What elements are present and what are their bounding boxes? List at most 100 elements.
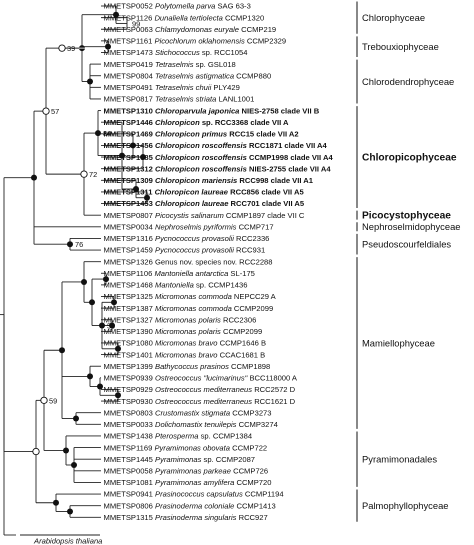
clade-name: Chlorophyceae bbox=[362, 12, 425, 23]
leaf-code: MMETSP1468 bbox=[104, 281, 156, 290]
leaf-strain: CCMP1413 bbox=[234, 501, 275, 510]
leaf-label: MMETSP1161 Picochlorum oklahomensis CCMP… bbox=[104, 37, 287, 46]
leaf-species: Tetraselmis striata bbox=[155, 95, 216, 104]
leaf-strain: RCC2572 D bbox=[252, 385, 296, 394]
leaf-species: Pyramimonas obovata bbox=[154, 443, 230, 452]
leaf-label: MMETSP0058 Pyramimonas parkeae CCMP726 bbox=[104, 467, 269, 476]
leaf-strain: RCC1871 clade VII A4 bbox=[247, 141, 328, 150]
outgroup-label: Arabidopsis thaliana bbox=[33, 537, 102, 545]
leaf-label: MMETSP0033 Dolichomastix tenuilepis CCMP… bbox=[104, 420, 278, 429]
leaf-label: MMETSP1473 Stichococcus sp. RCC1054 bbox=[104, 48, 248, 57]
leaf-code: MMETSP1387 bbox=[104, 304, 156, 313]
leaf-species: Dunaliella tertiolecta bbox=[154, 13, 222, 22]
leaf-species: Chloropicon primus bbox=[155, 130, 227, 139]
bootstrap-value: 72 bbox=[89, 170, 97, 179]
leaf-label: MMETSP1312 Chloropicon roscoffensis NIES… bbox=[104, 164, 332, 173]
leaf-species: Prasinoderma coloniale bbox=[155, 501, 234, 510]
support-node-filled bbox=[115, 392, 121, 399]
leaf-species: Micromonas bravo bbox=[155, 339, 217, 348]
leaf-species: Pyramimonas amylifera bbox=[155, 478, 234, 487]
support-node-filled bbox=[105, 43, 111, 50]
leaf-strain: CCMP2329 bbox=[245, 37, 286, 46]
support-node-filled bbox=[144, 194, 150, 201]
leaf-species: Micromonas polaris bbox=[155, 315, 221, 324]
leaf-species: Polytomella parva bbox=[155, 2, 215, 11]
support-node-filled bbox=[87, 78, 93, 85]
leaf-label: MMETSP0052 Polytomella parva SAG 63-3 bbox=[104, 2, 251, 11]
leaf-strain: RCC927 bbox=[236, 513, 267, 522]
leaf-species: Pyramimonas parkeae bbox=[155, 467, 231, 476]
leaf-species: Picocystis salinarum bbox=[155, 211, 224, 220]
leaf-code: MMETSP1473 bbox=[104, 48, 156, 57]
leaf-species: Stichococcus bbox=[155, 48, 200, 57]
support-node-filled bbox=[115, 345, 121, 352]
support-node-filled bbox=[67, 241, 73, 248]
leaf-species: Ostreococcus mediterraneus bbox=[155, 397, 252, 406]
tree-nodes bbox=[31, 11, 150, 515]
leaf-species: Chlamydomonas euryale bbox=[155, 25, 239, 34]
leaf-species: Picochlorum oklahomensis bbox=[154, 37, 245, 46]
leaf-label: MMETSP1326 Genus nov. species nov. RCC22… bbox=[104, 257, 273, 266]
leaf-species: Mantoniella antarctica bbox=[154, 269, 228, 278]
support-node-filled bbox=[99, 322, 105, 329]
leaf-code: MMETSP0939 bbox=[104, 374, 156, 383]
leaf-code: MMETSP1106 bbox=[104, 269, 155, 278]
leaf-label: MMETSP0419 Tetraselmis sp. GSL018 bbox=[104, 60, 236, 69]
leaf-label: MMETSP1446 Chloropicon sp. RCC3368 clade… bbox=[104, 118, 290, 127]
leaf-code: MMETSP0929 bbox=[104, 385, 156, 394]
leaf-code: MMETSP1161 bbox=[104, 37, 155, 46]
leaf-code: MMETSP0817 bbox=[104, 95, 156, 104]
leaf-code: MMETSP0807 bbox=[104, 211, 156, 220]
leaf-code: MMETSP1169 bbox=[104, 443, 155, 452]
leaf-species: Micromonas polaris bbox=[155, 327, 221, 336]
leaf-strain: CCMP2099 bbox=[232, 304, 273, 313]
support-node-filled bbox=[103, 276, 109, 283]
leaf-strain: BCC118000 A bbox=[247, 374, 298, 383]
leaf-label: MMETSP0804 Tetraselmis astigmatica CCMP8… bbox=[104, 71, 272, 80]
leaf-species: Ostreococcus "lucimarinus" bbox=[155, 374, 248, 383]
support-node-filled bbox=[81, 278, 87, 285]
leaf-species: Tetraselmis chuii bbox=[155, 83, 212, 92]
bootstrap-value: 59 bbox=[49, 396, 57, 405]
tree-branches bbox=[0, 5, 148, 536]
leaf-label: MMETSP1468 Mantoniella sp. CCMP1436 bbox=[104, 281, 248, 290]
clade-name: Nephroselmidophyceae bbox=[362, 221, 461, 232]
leaf-species: Tetraselmis bbox=[155, 60, 194, 69]
leaf-code: MMETSP1326 bbox=[104, 257, 156, 266]
support-node-open bbox=[80, 170, 88, 178]
leaf-strain: CCMP880 bbox=[234, 71, 271, 80]
leaf-strain: sp. CCMP2087 bbox=[201, 455, 255, 464]
leaf-species: Dolichomastix tenuilepis bbox=[155, 420, 237, 429]
leaf-code: MMETSP1399 bbox=[104, 362, 156, 371]
leaf-strain: RCC1621 D bbox=[252, 397, 296, 406]
leaf-code: MMETSP1126 bbox=[104, 13, 155, 22]
leaf-strain: RCC998 clade VII A1 bbox=[237, 176, 313, 185]
leaf-code: MMETSP0941 bbox=[104, 490, 156, 499]
leaf-strain: RCC931 bbox=[234, 246, 265, 255]
support-node-filled bbox=[111, 299, 117, 306]
leaf-label: MMETSP1445 Pyramimonas sp. CCMP2087 bbox=[104, 455, 256, 464]
leaf-strain: CCMP3274 bbox=[236, 420, 277, 429]
support-node-filled bbox=[87, 373, 93, 380]
leaf-code: MMETSP1081 bbox=[104, 478, 156, 487]
leaf-label: MMETSP0939 Ostreococcus "lucimarinus" BC… bbox=[104, 374, 298, 383]
leaf-strain: sp. CCMP1436 bbox=[194, 281, 248, 290]
tree-leaf-labels: Arabidopsis thaliana MMETSP0052 Polytomel… bbox=[33, 2, 333, 545]
leaf-species: Chloropicon laureae bbox=[155, 188, 229, 197]
leaf-label: MMETSP1469 Chloropicon primus RCC15 clad… bbox=[104, 130, 299, 139]
leaf-label: MMETSP1316 Pycnococcus provasolii RCC233… bbox=[104, 234, 270, 243]
leaf-code: MMETSP1311 bbox=[104, 188, 155, 197]
leaf-strain: RCC856 clade VII A5 bbox=[228, 188, 304, 197]
support-node-filled bbox=[133, 186, 139, 193]
leaf-label: MMETSP1401 Micromonas bravo CCAC1681 B bbox=[104, 350, 266, 359]
leaf-strain: CCMP3273 bbox=[230, 408, 271, 417]
leaf-species: Pycnococcus provasolii bbox=[155, 234, 234, 243]
clade-name: Chlorodendrophyceae bbox=[362, 76, 454, 87]
leaf-strain: PLY429 bbox=[211, 83, 240, 92]
bootstrap-value: 84 bbox=[103, 129, 111, 138]
leaf-species: Chloroparvula japonica bbox=[155, 106, 239, 115]
leaf-label: MMETSP0806 Prasinoderma coloniale CCMP14… bbox=[104, 501, 276, 510]
leaf-code: MMETSP1310 bbox=[104, 106, 156, 115]
leaf-label: MMETSP0941 Prasinococcus capsulatus CCMP… bbox=[104, 490, 284, 499]
